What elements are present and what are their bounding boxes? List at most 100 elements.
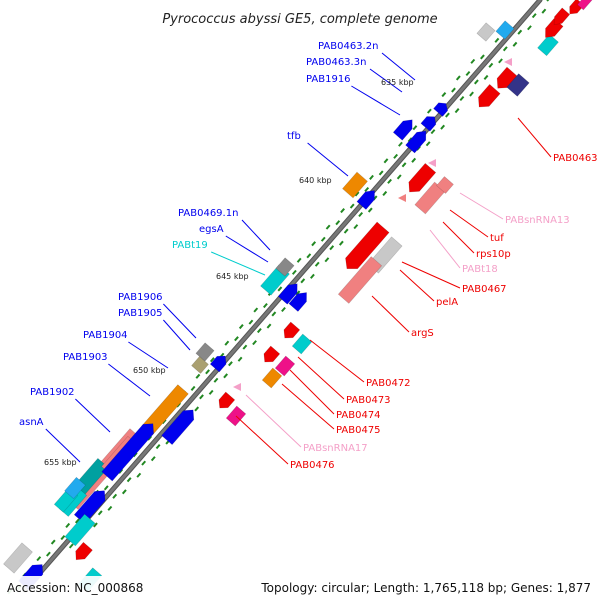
gene-feature-red <box>478 83 501 108</box>
gene-label-right: PABsnRNA17 <box>303 443 368 454</box>
leader-line <box>108 363 151 397</box>
tick-mark <box>253 307 259 313</box>
tick-mark <box>358 211 364 218</box>
tick-mark <box>195 373 201 379</box>
tick-mark <box>445 112 450 118</box>
tick-mark <box>398 141 403 147</box>
tick-mark <box>141 460 147 466</box>
tick-mark <box>382 190 388 197</box>
tick-mark <box>248 319 254 325</box>
tick-mark <box>430 129 436 135</box>
tick-mark <box>103 485 109 491</box>
gene-label-right: PAB0476 <box>290 460 335 471</box>
tick-mark <box>306 253 312 259</box>
tick-mark <box>531 13 537 19</box>
tick-mark <box>369 174 374 180</box>
tick-mark <box>353 224 359 230</box>
tick-mark <box>494 37 500 43</box>
gene-feature-red <box>553 7 571 26</box>
gene-feature-magenta <box>576 0 594 11</box>
gene-label-left: PAB1904 <box>83 330 128 341</box>
gene-feature-blue <box>288 292 307 312</box>
gene-label-right: PABsnRNA13 <box>505 215 570 226</box>
kbp-marker: 645 kbp <box>216 272 249 281</box>
gene-feature-red <box>283 321 301 339</box>
tick-mark <box>136 472 142 478</box>
kbp-marker: 650 kbp <box>133 366 166 375</box>
label-lines <box>45 52 552 465</box>
tick-mark <box>340 208 345 214</box>
rna-marker <box>428 159 436 167</box>
leader-line <box>128 341 169 369</box>
leader-line <box>381 52 416 81</box>
tick-mark <box>74 518 80 524</box>
tick-mark <box>324 257 330 263</box>
tick-mark <box>150 456 156 462</box>
tick-mark <box>147 435 153 441</box>
gene-feature-red <box>345 221 390 270</box>
tick-mark <box>527 25 532 31</box>
gene-feature-cyan <box>64 513 96 547</box>
gene-label-right: PAB0474 <box>336 410 381 421</box>
tick-mark <box>60 535 66 541</box>
gene-feature-red <box>408 162 437 193</box>
tick-mark <box>354 191 360 197</box>
leader-line <box>289 369 335 415</box>
tick-mark <box>46 551 51 557</box>
tick-mark <box>199 394 204 400</box>
gene-label-right: PAB0473 <box>346 395 391 406</box>
leader-line <box>307 142 349 177</box>
gene-feature-blue <box>420 116 437 132</box>
rna-marker <box>233 383 241 391</box>
tick-mark <box>480 54 485 60</box>
gene-feature-skyBlue <box>64 476 86 500</box>
gene-feature-blue <box>356 190 375 210</box>
leader-line <box>309 339 365 383</box>
kbp-marker: 640 kbp <box>299 176 332 185</box>
tick-mark <box>441 91 447 98</box>
leader-line <box>459 192 504 220</box>
genome-title: Pyrococcus abyssi GE5, complete genome <box>162 12 437 27</box>
tick-mark <box>300 278 306 284</box>
tick-mark <box>454 108 460 114</box>
tick-mark <box>238 324 244 330</box>
gene-feature-blue <box>392 119 413 141</box>
tick-mark <box>97 510 103 516</box>
gene-feature-blue <box>101 423 154 482</box>
kbp-marker: 635 kbp <box>381 78 414 87</box>
tick-mark <box>252 340 257 346</box>
leader-line <box>401 261 461 289</box>
gene-feature-orange <box>261 367 283 389</box>
gene-label-right: rps10p <box>476 249 511 260</box>
rna-marker <box>398 194 406 202</box>
tick-mark <box>383 158 389 164</box>
tick-mark <box>387 178 392 184</box>
tick-mark <box>396 174 402 180</box>
tick-mark <box>502 46 508 52</box>
gene-feature-cyan <box>291 333 313 355</box>
gene-label-right: PAB0463 <box>553 153 598 164</box>
gene-label-left: PAB0463.3n <box>306 57 366 68</box>
tick-mark <box>407 137 413 143</box>
tick-mark <box>349 203 355 209</box>
tick-mark <box>393 153 399 159</box>
tick-mark <box>367 207 373 213</box>
tick-mark <box>68 543 74 549</box>
tick-mark <box>213 377 219 383</box>
leader-line <box>442 221 475 254</box>
gene-label-left: PAB1902 <box>30 387 75 398</box>
tick-mark <box>465 70 471 77</box>
leader-line <box>429 229 461 269</box>
gene-label-right: pelA <box>436 297 458 308</box>
gene-feature-khaki <box>191 356 209 374</box>
accession-text: Accession: NC_000868 <box>7 581 144 595</box>
leader-line <box>371 295 410 333</box>
gene-feature-pink <box>436 176 454 194</box>
tick-mark <box>263 302 268 309</box>
gene-feature-blue <box>405 130 427 154</box>
gene-label-left: PAB1903 <box>63 352 108 363</box>
tick-mark <box>401 162 407 168</box>
gene-feature-navy <box>506 73 530 97</box>
tick-mark <box>224 340 230 346</box>
